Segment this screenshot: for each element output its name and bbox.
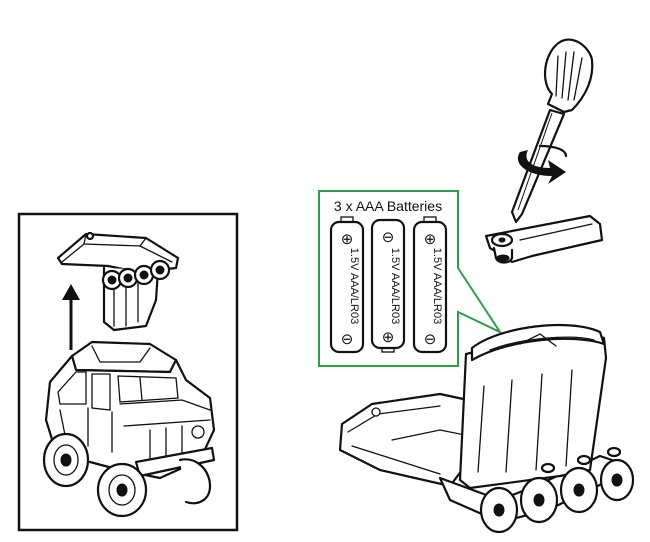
battery-1-bottom-terminal: ⊖ [341, 331, 354, 348]
callout-title: 3 x AAA Batteries [334, 198, 442, 214]
battery-2: ⊖ 1.5V AAA/LR03 ⊕ [370, 218, 406, 353]
left-inset-panel [17, 212, 239, 532]
up-arrow-icon [62, 284, 80, 350]
battery-3: ⊕ 1.5V AAA/LR03 ⊖ [412, 216, 448, 354]
toy-truck [42, 340, 216, 518]
rotation-arrow-icon [517, 144, 568, 184]
battery-3-top-terminal: ⊕ [424, 231, 437, 248]
battery-3-label: 1.5V AAA/LR03 [431, 248, 443, 324]
removed-chassis-module [56, 231, 180, 332]
chassis-wheels [479, 446, 635, 534]
battery-1-label: 1.5V AAA/LR03 [348, 248, 360, 324]
battery-3-bottom-terminal: ⊖ [424, 331, 437, 348]
screwdriver-icon [510, 38, 594, 224]
battery-2-top-terminal: ⊖ [382, 229, 395, 246]
battery-2-bottom-terminal: ⊕ [382, 329, 395, 346]
battery-callout: 3 x AAA Batteries ⊕ 1.5V AAA/LR03 ⊖ ⊖ 1.… [318, 190, 503, 367]
battery-1-top-terminal: ⊕ [341, 231, 354, 248]
battery-1: ⊕ 1.5V AAA/LR03 ⊖ [329, 216, 365, 354]
battery-2-label: 1.5V AAA/LR03 [389, 248, 401, 324]
chassis-battery-compartment [338, 323, 635, 534]
battery-cover-plate [484, 214, 604, 264]
